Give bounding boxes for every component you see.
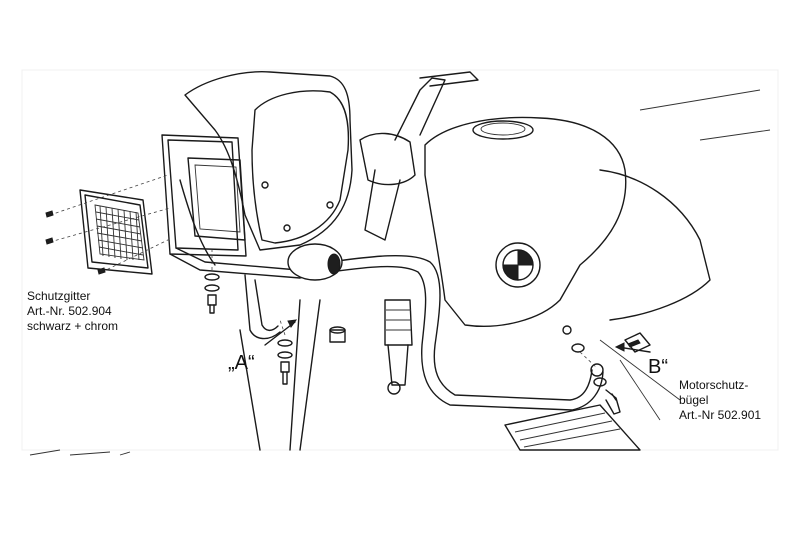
fuel-tank (424, 116, 711, 335)
grille-article-number: Art.-Nr. 502.904 (27, 304, 112, 318)
grille-name: Schutzgitter (27, 289, 91, 303)
grille-label: Schutzgitter Art.-Nr. 502.904 schwarz + … (27, 289, 118, 334)
fairing (179, 71, 353, 266)
headlight-grille (79, 189, 153, 275)
crash-bar-label: Motorschutz- bügel Art.-Nr 502.901 (679, 378, 761, 423)
grille-finish: schwarz + chrom (27, 319, 119, 333)
crash-bar-name-line1: Motorschutz- (679, 378, 749, 392)
steering-column (359, 71, 479, 241)
engine-cylinder (504, 404, 641, 451)
crash-bar-name-line2: bügel (679, 393, 709, 407)
callout-a: „A“ (228, 352, 255, 374)
crash-bar-article-number: Art.-Nr 502.901 (679, 408, 762, 422)
callout-arrows (264, 319, 651, 353)
crash-bar (161, 134, 604, 411)
partial-caption-strokes (29, 449, 131, 456)
bolt-set-b (571, 332, 651, 415)
drawing-frame (21, 69, 779, 451)
front-fork (239, 299, 413, 451)
grille-fasteners (45, 174, 173, 275)
seat-area (599, 89, 771, 421)
callout-b: B“ (648, 356, 668, 378)
bolt-set-a (204, 250, 346, 385)
